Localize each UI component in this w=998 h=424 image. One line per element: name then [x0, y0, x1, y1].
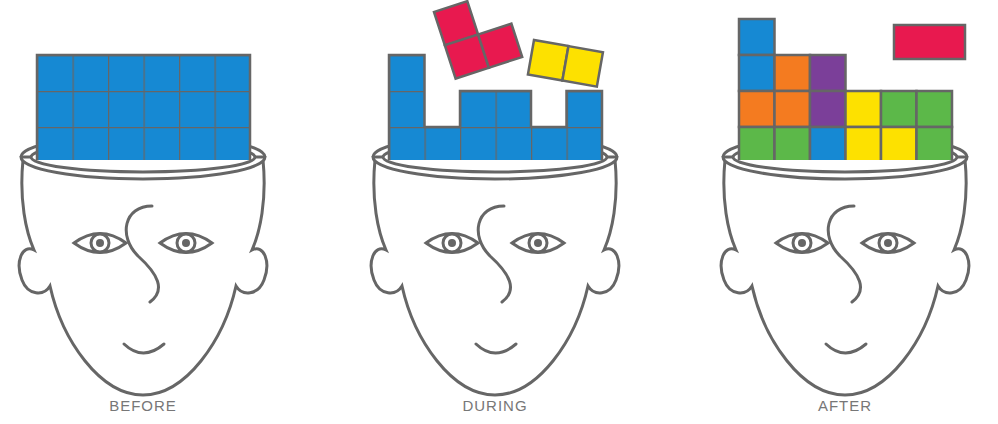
head-before	[19, 55, 267, 395]
head-during	[371, 0, 619, 395]
head-after	[721, 19, 969, 395]
stage-label: BEFORE	[109, 397, 177, 414]
stage-label: AFTER	[818, 397, 872, 414]
stage-label: DURING	[462, 397, 527, 414]
